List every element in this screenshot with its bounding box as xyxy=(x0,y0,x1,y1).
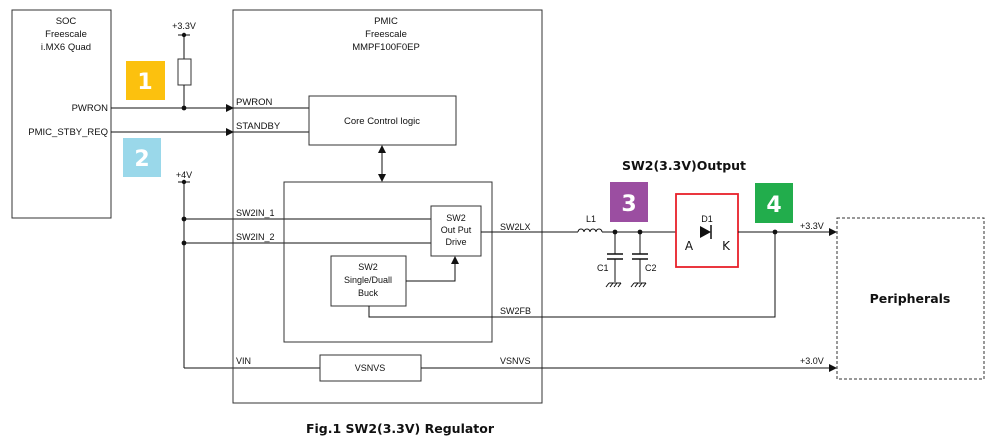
badge-4-number: 4 xyxy=(766,193,781,218)
c1-label: C1 xyxy=(597,263,609,273)
rail-label-4v: +4V xyxy=(176,170,192,180)
buck-label-2: Single/Duall xyxy=(344,275,392,285)
diode-highlight-box xyxy=(675,193,739,268)
soc-block: SOC Freescale i.MX6 Quad PWRON PMIC_STBY… xyxy=(11,9,112,219)
output-title: SW2(3.3V)Output xyxy=(622,158,746,173)
badge-3: 3 xyxy=(610,182,648,222)
pmic-pin-pwron: PWRON xyxy=(236,97,273,108)
vsnvs-label: VSNVS xyxy=(355,363,386,373)
pmic-title: PMIC xyxy=(374,16,398,27)
pmic-pin-sw2fb: SW2FB xyxy=(500,306,531,316)
pmic-pin-standby: STANDBY xyxy=(236,121,281,132)
drive-label-1: SW2 xyxy=(446,213,466,223)
pmic-model: MMPF100F0EP xyxy=(352,42,420,53)
badge-2-number: 2 xyxy=(134,147,149,172)
badge-4: 4 xyxy=(755,183,793,223)
badge-1-box xyxy=(126,61,165,100)
drive-label-3: Drive xyxy=(445,237,466,247)
peripherals-block xyxy=(836,217,985,380)
badge-1-number: 1 xyxy=(137,70,152,95)
anode-label: A xyxy=(685,239,694,253)
pmic-vendor: Freescale xyxy=(365,29,407,40)
figure-caption: Fig.1 SW2(3.3V) Regulator xyxy=(306,421,495,436)
core-control-block xyxy=(308,95,457,146)
soc-pin-stby: PMIC_STBY_REQ xyxy=(28,127,108,138)
wire-sw2fb xyxy=(368,232,776,318)
rail-label-3v3-out: +3.3V xyxy=(800,221,824,231)
soc-pin-pwron: PWRON xyxy=(72,103,109,114)
pmic-pin-sw2in1: SW2IN_1 xyxy=(236,208,275,218)
arrow-down-icon xyxy=(378,174,386,182)
drive-label-2: Out Put xyxy=(441,225,472,235)
badge-1: 1 xyxy=(126,61,165,100)
badge-2: 2 xyxy=(123,138,161,177)
badge-4-box xyxy=(755,183,793,223)
pmic-pin-vin: VIN xyxy=(236,356,251,366)
sw2-output-drive-block xyxy=(430,205,482,257)
soc-model: i.MX6 Quad xyxy=(41,42,91,53)
buck-label-3: Buck xyxy=(358,288,379,298)
pullup-resistor-net: +3.3V xyxy=(172,21,196,111)
d1-label: D1 xyxy=(701,214,713,224)
capacitor-c1: C1 xyxy=(597,232,623,288)
cathode-label: K xyxy=(722,239,731,253)
peripherals-label: Peripherals xyxy=(870,291,951,306)
diode-icon xyxy=(700,226,711,238)
badge-3-box xyxy=(610,182,648,222)
badge-3-number: 3 xyxy=(621,192,636,217)
core-control-label: Core Control logic xyxy=(344,116,420,127)
pmic-pin-sw2in2: SW2IN_2 xyxy=(236,232,275,242)
rail-4v-net: +4V xyxy=(176,170,432,369)
rail-label-3v3-pullup: +3.3V xyxy=(172,21,196,31)
badge-2-box xyxy=(123,138,161,177)
inductor-l1: L1 xyxy=(577,214,603,233)
soc-vendor: Freescale xyxy=(45,29,87,40)
sw2-regulator-block xyxy=(283,181,493,343)
l1-label: L1 xyxy=(586,214,596,224)
capacitor-c2: C2 xyxy=(630,232,657,288)
rail-label-3v0-out: +3.0V xyxy=(800,356,824,366)
pmic-block: PMIC Freescale MMPF100F0EP PWRON STANDBY… xyxy=(232,9,776,404)
buck-label-1: SW2 xyxy=(358,262,378,272)
diode-d1: D1 A K xyxy=(685,214,731,253)
soc-title: SOC xyxy=(56,16,77,27)
c2-label: C2 xyxy=(645,263,657,273)
resistor xyxy=(177,58,192,86)
arrow-up-icon xyxy=(451,256,459,264)
arrow-up-icon xyxy=(378,145,386,153)
pmic-pin-vsnvs: VSNVS xyxy=(500,356,531,366)
pmic-pin-sw2lx: SW2LX xyxy=(500,222,531,232)
